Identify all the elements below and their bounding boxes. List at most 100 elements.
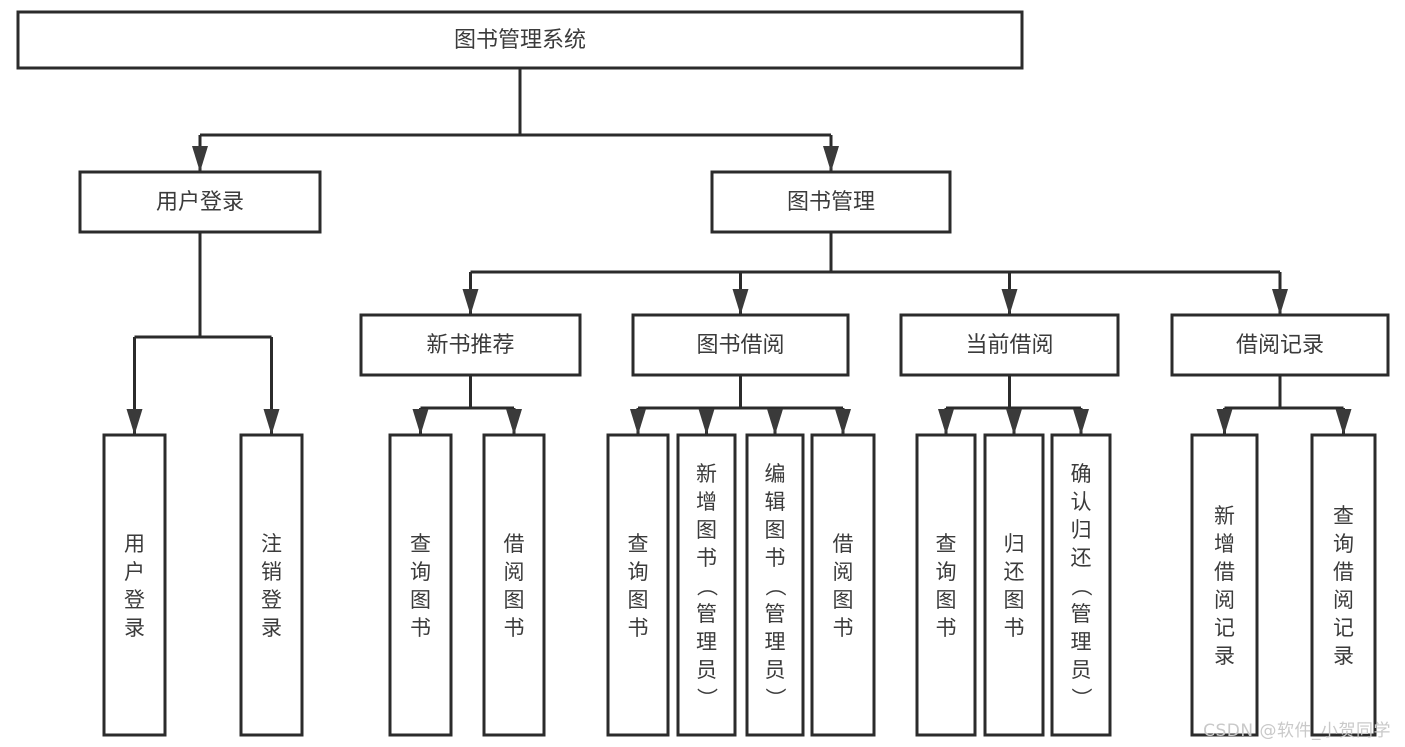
label-char: 查 (1333, 504, 1354, 528)
label-char: 新 (1214, 504, 1235, 528)
node-box-leaf_query_book_3[interactable] (915, 433, 977, 737)
label-char: 图 (936, 588, 957, 612)
label-char: 图 (504, 588, 525, 612)
arrow-head-icon-borrow_record (1272, 289, 1288, 315)
node-box-leaf_confirm_return[interactable] (1050, 433, 1112, 737)
label-char: 理 (1071, 630, 1092, 654)
label-char: 图 (765, 518, 786, 542)
node-box-user_login[interactable] (78, 170, 322, 234)
label-char: 新 (696, 462, 717, 486)
label-char: 录 (1333, 644, 1354, 668)
label-char: 增 (696, 490, 717, 514)
node-label-user_login: 用户登录 (156, 190, 244, 215)
label-char: 录 (124, 616, 145, 640)
label-char: 登 (261, 588, 282, 612)
node-box-leaf_user_login[interactable] (102, 433, 167, 737)
node-box-leaf_add_book[interactable] (676, 433, 737, 737)
label-char: 书 (1004, 616, 1025, 640)
label-char: 借 (833, 532, 854, 556)
label-char: 书 (696, 546, 717, 570)
label-char: （ (1069, 576, 1093, 597)
label-char: （ (695, 576, 719, 597)
arrow-head-icon-leaf_query_book_3 (938, 409, 954, 435)
node-box-leaf_query_record[interactable] (1310, 433, 1377, 737)
label-char: 查 (628, 532, 649, 556)
node-labels-layer: 图书管理系统用户登录图书管理新书推荐图书借阅当前借阅借阅记录用户登录注销登录查询… (124, 28, 1354, 709)
arrow-head-icon-book_borrow (732, 289, 749, 315)
node-box-leaf_return_book[interactable] (983, 433, 1045, 737)
label-char: 注 (261, 532, 282, 556)
label-char: 书 (410, 616, 431, 640)
arrow-head-icon-leaf_query_book_2 (630, 409, 646, 435)
node-box-leaf_borrow_book_2[interactable] (810, 433, 876, 737)
label-char: 增 (1214, 532, 1235, 556)
node-boxes-layer (16, 10, 1390, 737)
arrow-head-icon-new_book_rec (462, 289, 479, 315)
label-char: 阅 (1214, 588, 1235, 612)
label-char: 书 (936, 616, 957, 640)
label-char: 阅 (1333, 588, 1354, 612)
node-box-root[interactable] (16, 10, 1024, 70)
label-char: 图 (696, 518, 717, 542)
arrow-head-icon-leaf_borrow_book_2 (835, 409, 851, 435)
label-char: 借 (1214, 560, 1235, 584)
label-char: 还 (1004, 560, 1025, 584)
label-char: 登 (124, 588, 145, 612)
node-box-current_borrow[interactable] (899, 313, 1120, 377)
label-char: 辑 (765, 490, 786, 514)
label-char: 阅 (504, 560, 525, 584)
label-char: ） (695, 688, 719, 709)
node-box-book_mgmt[interactable] (710, 170, 952, 234)
label-char: 查 (410, 532, 431, 556)
node-label-borrow_record: 借阅记录 (1236, 333, 1324, 358)
label-char: 员 (1071, 658, 1092, 682)
label-char: 阅 (833, 560, 854, 584)
node-box-leaf_query_book_2[interactable] (606, 433, 670, 737)
node-box-new_book_rec[interactable] (359, 313, 582, 377)
arrow-head-icon-book_mgmt (823, 146, 839, 172)
label-char: 书 (628, 616, 649, 640)
label-char: 员 (696, 658, 717, 682)
label-char: 认 (1071, 490, 1092, 514)
node-box-borrow_record[interactable] (1170, 313, 1390, 377)
arrow-head-icon-current_borrow (1001, 289, 1018, 315)
node-box-leaf_borrow_book_1[interactable] (482, 433, 546, 737)
node-label-book_borrow: 图书借阅 (696, 333, 784, 358)
arrow-head-icon-leaf_add_book (698, 409, 715, 435)
label-char: 记 (1214, 616, 1235, 640)
arrow-head-icon-leaf_borrow_book_1 (506, 409, 522, 435)
node-box-leaf_add_record[interactable] (1190, 433, 1259, 737)
label-char: 管 (765, 602, 786, 626)
label-char: 还 (1071, 546, 1092, 570)
node-box-book_borrow[interactable] (631, 313, 850, 377)
label-char: 图 (628, 588, 649, 612)
node-box-leaf_edit_book[interactable] (745, 433, 805, 737)
label-char: 询 (936, 560, 957, 584)
label-char: 理 (765, 630, 786, 654)
label-char: 书 (765, 546, 786, 570)
node-label-leaf_user_login: 用户登录 (124, 532, 145, 640)
node-box-leaf_query_book_1[interactable] (388, 433, 453, 737)
label-char: 书 (504, 616, 525, 640)
label-char: 书 (833, 616, 854, 640)
label-char: 编 (765, 462, 786, 486)
arrow-head-icon-leaf_confirm_return (1073, 409, 1089, 435)
label-char: 借 (504, 532, 525, 556)
label-char: 管 (1071, 602, 1092, 626)
arrow-head-icon-leaf_return_book (1006, 409, 1022, 435)
arrowheads-layer (126, 146, 1352, 435)
label-char: 查 (936, 532, 957, 556)
csdn-watermark: CSDN @软件_小贺同学 (1203, 721, 1391, 741)
label-char: 录 (1214, 644, 1235, 668)
node-box-leaf_logout[interactable] (239, 433, 304, 737)
